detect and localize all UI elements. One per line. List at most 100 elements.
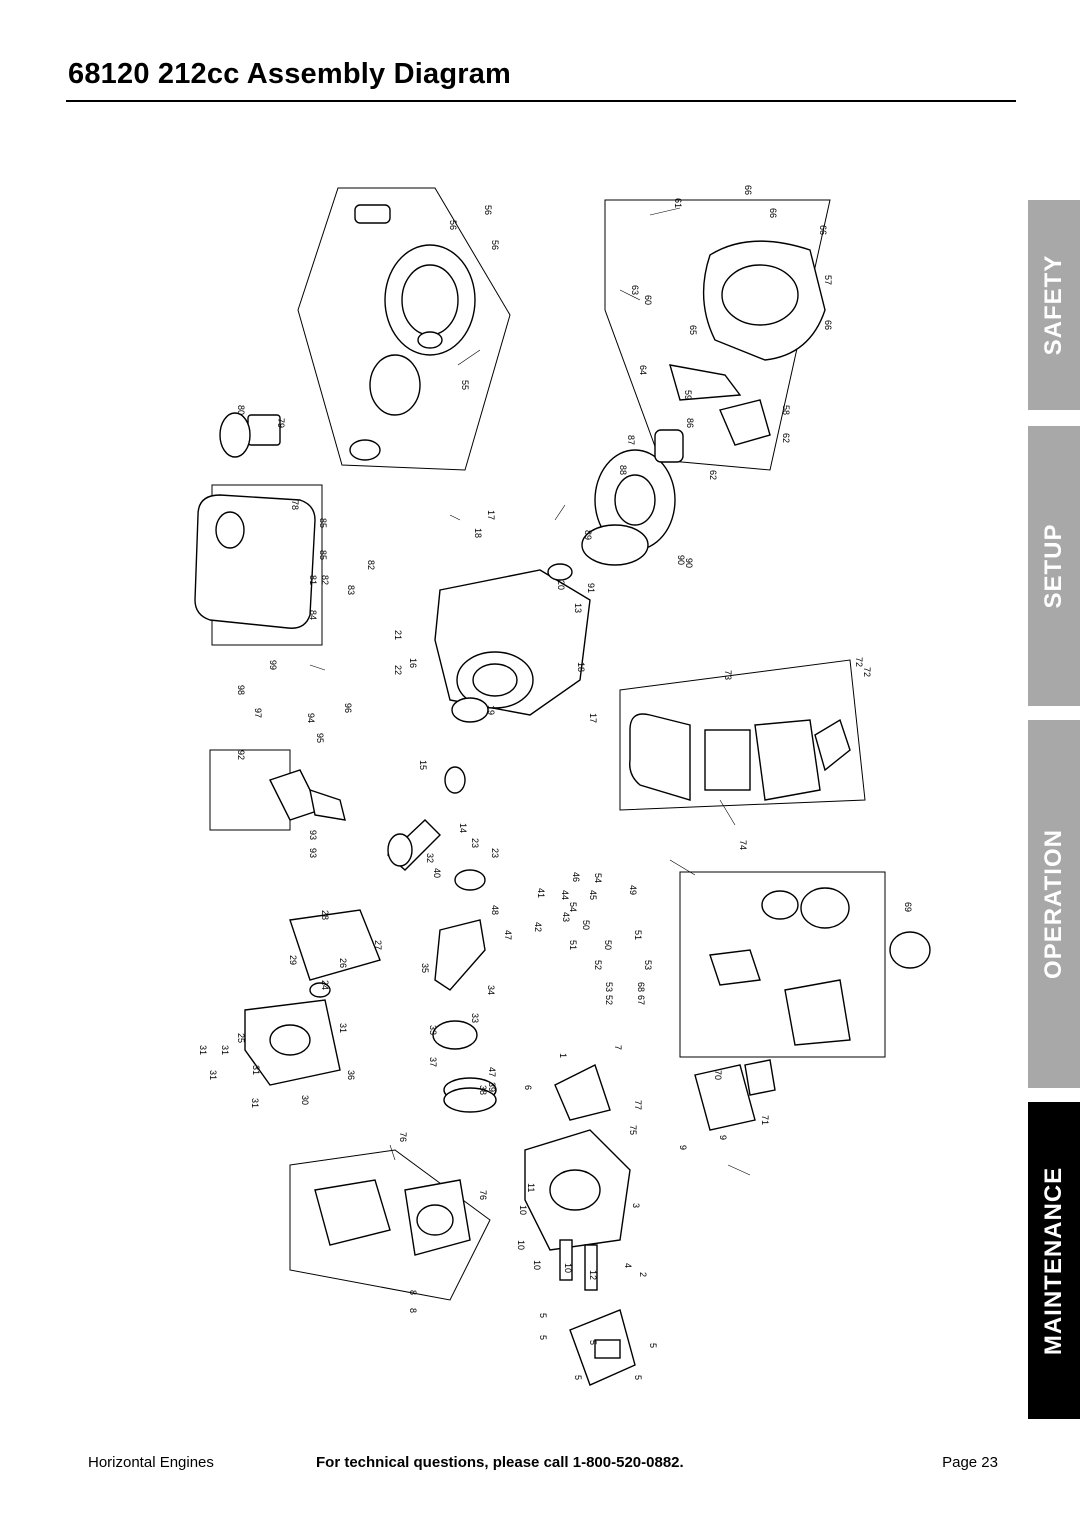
part-number-label: 92 xyxy=(236,750,246,760)
part-number-label: 47 xyxy=(487,1067,497,1077)
part-number-label: 61 xyxy=(673,198,683,208)
part-number-label: 94 xyxy=(306,713,316,723)
part-number-label: 90 xyxy=(684,558,694,568)
part-number-label: 78 xyxy=(290,500,300,510)
part-number-label: 12 xyxy=(588,1270,598,1280)
part-number-label: 85 xyxy=(318,518,328,528)
air-filter-cover xyxy=(629,713,691,801)
part-number-label: 93 xyxy=(308,830,318,840)
part-number-label: 5 xyxy=(538,1313,548,1318)
part-number-label: 31 xyxy=(338,1023,348,1033)
exploded-view-drawing: 56 56 56 66 61 66 66 57 63 60 65 66 55 6… xyxy=(194,185,931,1386)
part-number-label: 21 xyxy=(393,630,403,640)
part-number-label: 74 xyxy=(738,840,748,850)
part-number-label: 60 xyxy=(643,295,653,305)
part-number-label: 76 xyxy=(478,1190,488,1200)
starter-pulley xyxy=(369,354,421,416)
part-number-label: 27 xyxy=(373,940,383,950)
part-number-label: 5 xyxy=(588,1340,598,1345)
part-number-label: 4 xyxy=(623,1263,633,1268)
carburetor-outline xyxy=(679,871,886,1058)
part-number-label: 28 xyxy=(320,910,330,920)
crankcase-gasket xyxy=(289,909,381,981)
part-number-label: 34 xyxy=(486,985,496,995)
tab-label: OPERATION xyxy=(1040,829,1067,979)
part-number-label: 45 xyxy=(588,890,598,900)
air-filter-element xyxy=(704,729,751,791)
muffler-outline xyxy=(289,1149,491,1301)
part-number-label: 9 xyxy=(678,1145,688,1150)
part-number-label: 10 xyxy=(518,1205,528,1215)
part-number-label: 55 xyxy=(460,380,470,390)
part-number-label: 57 xyxy=(823,275,833,285)
part-number-label: 31 xyxy=(250,1098,260,1108)
part-number-label: 44 xyxy=(560,890,570,900)
part-number-label: 41 xyxy=(536,888,546,898)
starter-handle xyxy=(354,204,391,224)
part-number-label: 81 xyxy=(308,575,318,585)
part-number-label: 5 xyxy=(538,1335,548,1340)
part-number-label: 3 xyxy=(631,1203,641,1208)
part-number-label: 72 xyxy=(854,657,864,667)
part-number-label: 82 xyxy=(320,575,330,585)
part-number-label: 10 xyxy=(516,1240,526,1250)
part-number-label: 20 xyxy=(556,580,566,590)
tab-maintenance[interactable]: MAINTENANCE xyxy=(1028,1102,1080,1419)
part-number-label: 18 xyxy=(473,528,483,538)
part-number-label: 80 xyxy=(236,405,246,415)
tab-label: MAINTENANCE xyxy=(1040,1166,1067,1355)
part-number-label: 89 xyxy=(583,530,593,540)
title-divider xyxy=(66,100,1016,102)
part-number-label: 86 xyxy=(685,418,695,428)
part-number-label: 54 xyxy=(593,873,603,883)
part-number-label: 15 xyxy=(418,760,428,770)
recoil-starter-outline xyxy=(297,187,511,471)
part-number-label: 49 xyxy=(628,885,638,895)
part-number-label: 90 xyxy=(676,555,686,565)
part-number-label: 76 xyxy=(398,1132,408,1142)
part-number-label: 75 xyxy=(628,1125,638,1135)
part-number-label: 39 xyxy=(487,1082,497,1092)
part-number-label: 38 xyxy=(478,1085,488,1095)
part-number-label: 31 xyxy=(198,1045,208,1055)
part-number-label: 71 xyxy=(760,1115,770,1125)
page-footer: Horizontal Engines For technical questio… xyxy=(88,1454,998,1474)
part-number-label: 2 xyxy=(638,1272,648,1277)
part-number-label: 70 xyxy=(713,1070,723,1080)
tab-operation[interactable]: OPERATION xyxy=(1028,720,1080,1088)
assembly-diagram: 56 56 56 66 61 66 66 57 63 60 65 66 55 6… xyxy=(150,160,1010,1420)
footer-product-line: Horizontal Engines xyxy=(88,1454,214,1471)
tab-safety[interactable]: SAFETY xyxy=(1028,200,1080,410)
part-number-label: 29 xyxy=(288,955,298,965)
part-number-label: 67 xyxy=(636,995,646,1005)
part-number-label: 52 xyxy=(604,995,614,1005)
tab-setup[interactable]: SETUP xyxy=(1028,426,1080,706)
part-number-label: 54 xyxy=(568,902,578,912)
part-number-label: 36 xyxy=(346,1070,356,1080)
part-number-label: 79 xyxy=(276,418,286,428)
piston xyxy=(432,1020,478,1050)
air-cleaner-outline xyxy=(619,659,866,811)
part-number-label: 37 xyxy=(428,1057,438,1067)
part-number-label: 93 xyxy=(308,848,318,858)
part-number-label: 11 xyxy=(526,1183,536,1192)
part-number-label: 16 xyxy=(408,658,418,668)
tab-label: SAFETY xyxy=(1040,254,1067,356)
carburetor xyxy=(784,979,851,1046)
part-number-label: 31 xyxy=(220,1045,230,1055)
part-number-label: 58 xyxy=(781,405,791,415)
part-number-label: 64 xyxy=(638,365,648,375)
connecting-rod xyxy=(434,919,486,991)
part-number-label: 84 xyxy=(308,610,318,620)
part-number-label: 5 xyxy=(648,1343,658,1348)
part-number-label: 91 xyxy=(586,583,596,593)
part-number-label: 14 xyxy=(458,823,468,833)
intake-gasket xyxy=(694,1064,756,1131)
part-number-label: 77 xyxy=(633,1100,643,1110)
part-number-label: 59 xyxy=(683,390,693,400)
part-number-label: 6 xyxy=(523,1085,533,1090)
part-number-label: 83 xyxy=(346,585,356,595)
part-number-label: 65 xyxy=(688,325,698,335)
part-number-label: 66 xyxy=(768,208,778,218)
part-number-label: 82 xyxy=(366,560,376,570)
